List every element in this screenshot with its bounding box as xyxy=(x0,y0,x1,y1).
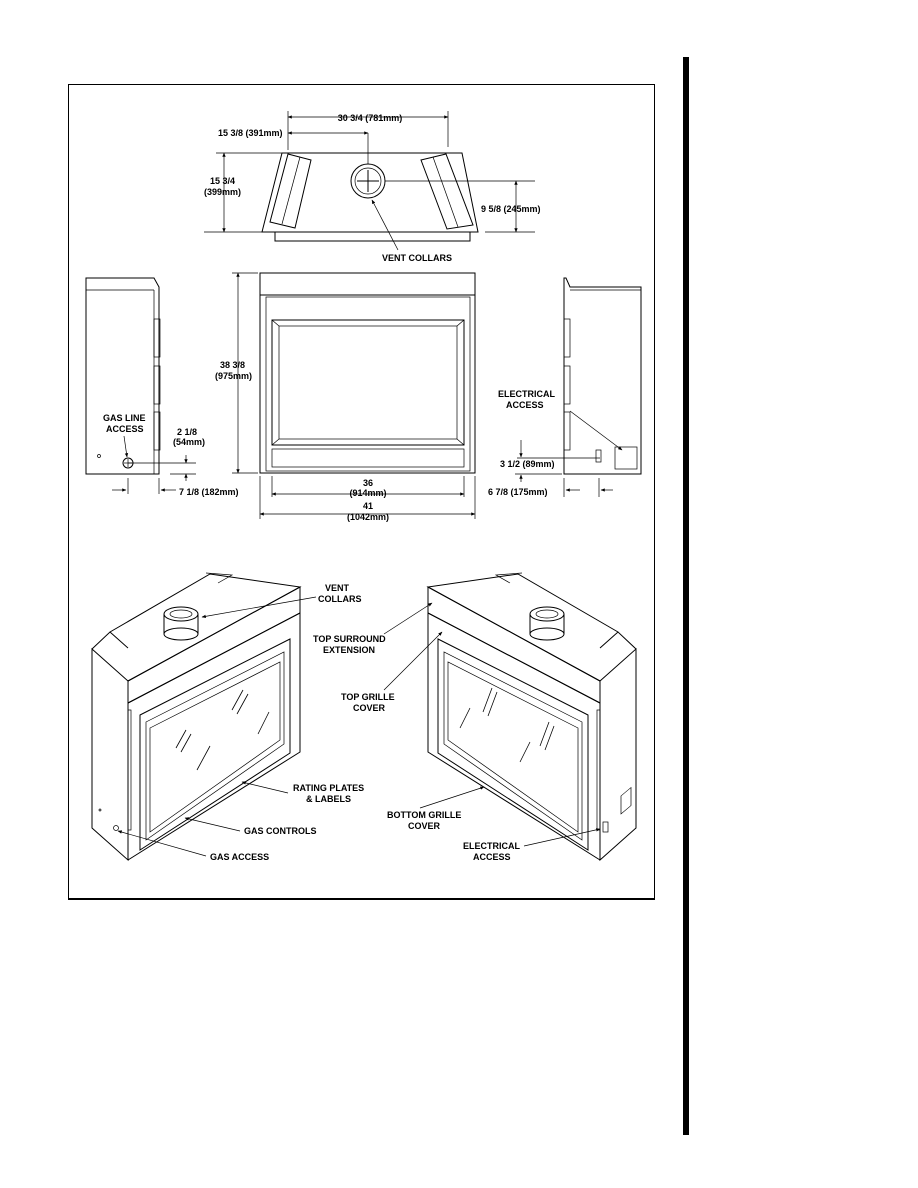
top-half-width-label: 15 3/8 (391mm) xyxy=(218,128,283,138)
top-surround-label-b: EXTENSION xyxy=(323,645,375,655)
gas-height-label-b: (54mm) xyxy=(173,437,205,447)
iso-electrical-label-a: ELECTRICAL xyxy=(463,841,520,851)
bottom-grille-label-a: BOTTOM GRILLE xyxy=(387,810,461,820)
gas-line-access-label-b: ACCESS xyxy=(106,424,144,434)
rating-plates-label-a: RATING PLATES xyxy=(293,783,364,793)
gas-height-label-a: 2 1/8 xyxy=(177,427,197,437)
gas-line-access-label-a: GAS LINE xyxy=(103,413,146,423)
vent-collars-label: VENT COLLARS xyxy=(382,253,452,263)
top-depth-label-b: (399mm) xyxy=(204,187,241,197)
iso-vent-collars-label-b: COLLARS xyxy=(318,594,362,604)
height-label-a: 38 3/8 xyxy=(220,360,245,370)
figure-frame xyxy=(68,84,655,900)
height-label-b: (975mm) xyxy=(215,371,252,381)
collar-offset-label: 9 5/8 (245mm) xyxy=(481,204,541,214)
width-41-label-b: (1042mm) xyxy=(347,512,389,522)
iso-vent-collars-label-a: VENT xyxy=(325,583,350,593)
electrical-access-label-b: ACCESS xyxy=(506,400,544,410)
width-36-label-b: (914mm) xyxy=(349,488,386,498)
top-surround-label-a: TOP SURROUND xyxy=(313,634,386,644)
electrical-access-box xyxy=(614,446,638,470)
top-grille-label-b: COVER xyxy=(353,703,386,713)
right-side-view: ELECTRICAL ACCESS 3 1/2 (89mm) 6 7/8 (17… xyxy=(488,277,642,497)
top-width-label: 30 3/4 (781mm) xyxy=(338,113,403,123)
width-41-label-a: 41 xyxy=(363,501,373,511)
top-depth-label-a: 15 3/4 xyxy=(210,176,235,186)
elec-height-label: 3 1/2 (89mm) xyxy=(500,459,555,469)
gas-access-label: GAS ACCESS xyxy=(210,852,269,862)
rating-plates-label-b: & LABELS xyxy=(306,794,351,804)
bottom-grille-label-b: COVER xyxy=(408,821,441,831)
left-iso-view: VENT COLLARS RATING PLATES & LABELS GAS … xyxy=(91,572,364,862)
elec-depth-label: 6 7/8 (175mm) xyxy=(488,487,548,497)
front-view: 38 3/8 (975mm) 36 (914mm) 41 (1042mm) xyxy=(215,272,476,522)
electrical-access-label-a: ELECTRICAL xyxy=(498,389,555,399)
gas-depth-label: 7 1/8 (182mm) xyxy=(179,487,239,497)
left-side-view: GAS LINE ACCESS 2 1/8 (54mm) 7 1/8 (182m… xyxy=(85,277,239,497)
iso-electrical-label-b: ACCESS xyxy=(473,852,511,862)
gas-controls-label: GAS CONTROLS xyxy=(244,826,317,836)
right-iso-view: TOP SURROUND EXTENSION TOP GRILLE COVER … xyxy=(313,572,637,862)
page-edge-bar xyxy=(683,57,689,1135)
width-36-label-a: 36 xyxy=(363,478,373,488)
top-view: 30 3/4 (781mm) 15 3/8 (391mm) 15 3/4 (39… xyxy=(204,111,541,263)
top-grille-label-a: TOP GRILLE xyxy=(341,692,395,702)
